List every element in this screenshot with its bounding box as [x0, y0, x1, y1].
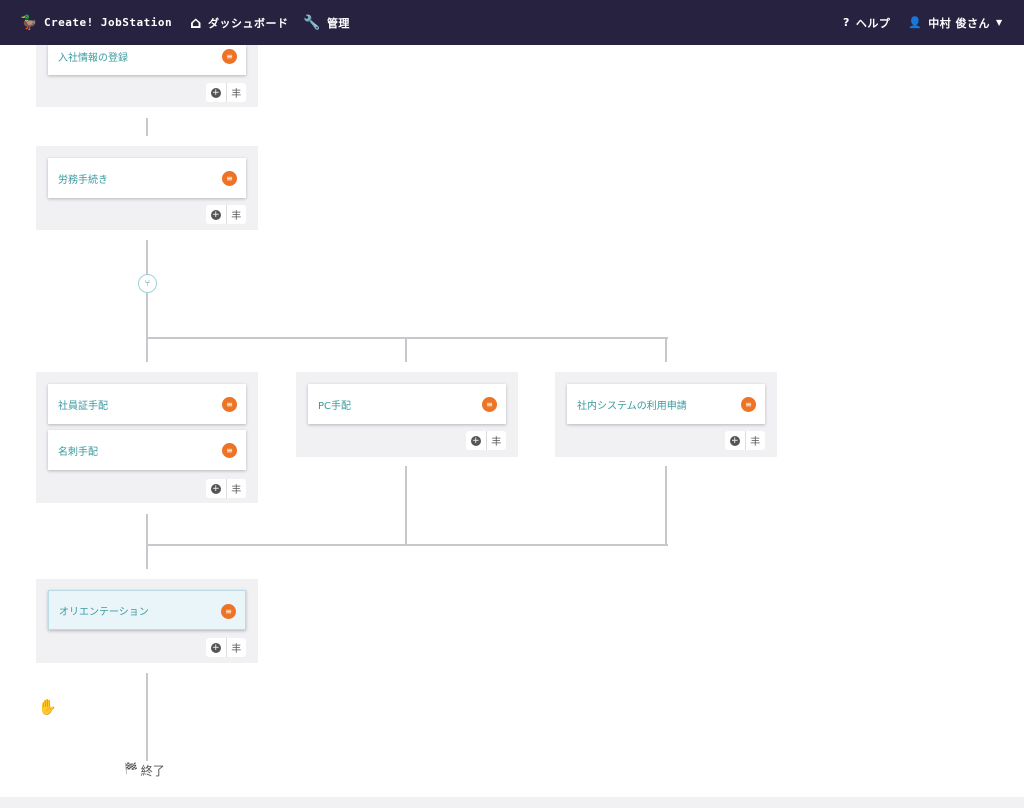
add-icon[interactable]: +	[210, 87, 221, 98]
logo-icon: 🦆	[20, 14, 38, 31]
task-card[interactable]: 社内システムの利用申請≡	[567, 384, 765, 424]
connector	[146, 544, 668, 546]
connector	[146, 240, 148, 362]
help-icon: ?	[843, 16, 850, 29]
list-icon[interactable]: ≡	[741, 397, 756, 412]
task-card[interactable]: PC手配≡	[308, 384, 506, 424]
list-icon[interactable]: ≡	[222, 397, 237, 412]
footer-bar	[0, 797, 1024, 808]
task-group: PC手配≡ +丰	[296, 372, 518, 457]
list-icon[interactable]: ≡	[482, 397, 497, 412]
home-icon: ⌂	[190, 13, 202, 32]
parallel-icon[interactable]: 丰	[744, 431, 766, 450]
group-actions: +丰	[206, 205, 246, 224]
flag-icon: 🏁	[124, 762, 138, 775]
add-icon[interactable]: +	[470, 435, 481, 446]
branch-icon[interactable]: ⑂	[138, 274, 157, 293]
parallel-icon[interactable]: 丰	[225, 83, 247, 102]
nav-dashboard[interactable]: ⌂ダッシュボード	[190, 13, 289, 32]
parallel-icon[interactable]: 丰	[225, 638, 247, 657]
user-menu[interactable]: 👤中村 俊さん▼	[908, 16, 1003, 30]
task-group: オリエンテーション≡ +丰	[36, 579, 258, 663]
connector	[146, 514, 148, 569]
task-card-selected[interactable]: オリエンテーション≡	[48, 590, 246, 630]
hand-cursor-icon: ✋	[38, 698, 57, 716]
list-icon[interactable]: ≡	[222, 49, 237, 64]
group-actions: +丰	[206, 638, 246, 657]
parallel-icon[interactable]: 丰	[225, 479, 247, 498]
list-icon[interactable]: ≡	[222, 443, 237, 458]
task-card[interactable]: 名刺手配≡	[48, 430, 246, 470]
connector	[665, 337, 667, 362]
wrench-icon: 🔧	[303, 14, 321, 31]
task-group: 労務手続き≡ +丰	[36, 146, 258, 230]
connector	[405, 466, 407, 546]
parallel-icon[interactable]: 丰	[485, 431, 507, 450]
parallel-icon[interactable]: 丰	[225, 205, 247, 224]
task-group: 社員証手配≡ 名刺手配≡ +丰	[36, 372, 258, 503]
connector	[405, 337, 407, 362]
connector	[146, 337, 668, 339]
end-node: 🏁終了	[124, 762, 165, 778]
list-icon[interactable]: ≡	[221, 604, 236, 619]
nav-admin[interactable]: 🔧管理	[303, 14, 350, 31]
task-card[interactable]: 入社情報の登録≡	[48, 45, 246, 75]
task-card[interactable]: 労務手続き≡	[48, 158, 246, 198]
connector	[146, 118, 148, 136]
group-actions: +丰	[206, 83, 246, 102]
group-actions: +丰	[466, 431, 506, 450]
top-navbar: 🦆Create! JobStation ⌂ダッシュボード 🔧管理 ?ヘルプ 👤中…	[0, 0, 1024, 45]
caret-down-icon: ▼	[996, 18, 1003, 27]
task-group: 入社情報の登録≡ +丰	[36, 45, 258, 107]
help-link[interactable]: ?ヘルプ	[843, 16, 891, 30]
task-card[interactable]: 社員証手配≡	[48, 384, 246, 424]
add-icon[interactable]: +	[729, 435, 740, 446]
task-group: 社内システムの利用申請≡ +丰	[555, 372, 777, 457]
group-actions: +丰	[725, 431, 765, 450]
connector	[665, 466, 667, 546]
group-actions: +丰	[206, 479, 246, 498]
user-icon: 👤	[908, 16, 923, 29]
connector	[146, 673, 148, 761]
add-icon[interactable]: +	[210, 642, 221, 653]
add-icon[interactable]: +	[210, 483, 221, 494]
list-icon[interactable]: ≡	[222, 171, 237, 186]
brand-logo[interactable]: 🦆Create! JobStation	[20, 14, 173, 31]
add-icon[interactable]: +	[210, 209, 221, 220]
